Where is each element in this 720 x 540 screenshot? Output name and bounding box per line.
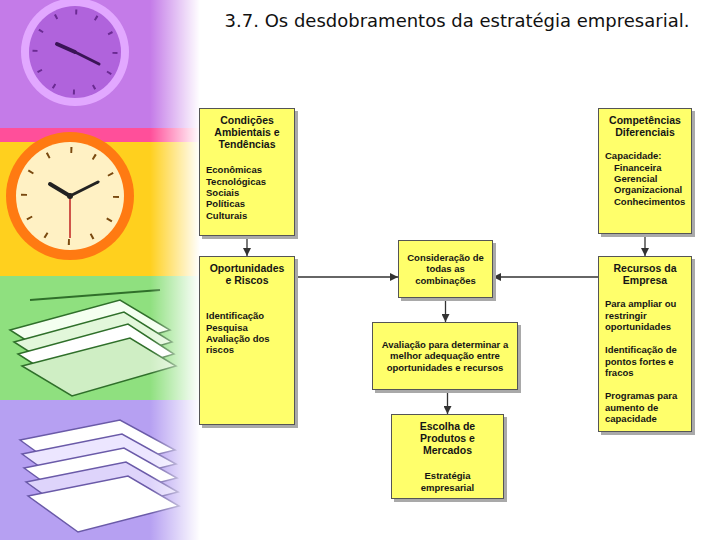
edge-fade [150, 0, 200, 540]
picture-shape [6, 132, 134, 260]
picture-shape [30, 290, 160, 300]
box-text: Avaliação para determinar a melhor adequ… [379, 339, 511, 373]
flow-arrow [447, 390, 448, 414]
box-text: Capacidade: [605, 150, 685, 161]
side-picture [0, 0, 200, 540]
picture-shape [69, 196, 71, 238]
picture-shape [24, 150, 116, 242]
flow-arrow [493, 276, 598, 277]
picture-shape [29, 6, 121, 98]
yellow-box: Recursos da EmpresaPara ampliar ou restr… [598, 256, 692, 432]
picture-shape [50, 184, 70, 196]
picture-shape [35, 12, 115, 92]
box-text: Econômicas Tecnológicas Sociais Política… [206, 164, 266, 221]
yellow-box: Oportunidades e RiscosIdentificação Pesq… [199, 256, 295, 425]
box-text: Para ampliar ou restringir oportunidades [605, 298, 685, 332]
flow-arrow [445, 298, 446, 322]
box-text: Consideração de todas as combinações [405, 252, 486, 286]
box-text: Identificação Pesquisa Avaliação dos ris… [206, 310, 288, 356]
box-heading: Escolha de Produtos e Mercados [398, 420, 497, 456]
yellow-box: Condições Ambientais e TendênciasEconômi… [199, 108, 295, 236]
picture-shape [16, 142, 124, 250]
box-heading: Competências Diferenciais [605, 114, 685, 138]
yellow-box: Escolha de Produtos e MercadosEstratégia… [391, 414, 504, 499]
box-heading: Recursos da Empresa [605, 262, 685, 286]
picture-shape [67, 193, 73, 199]
yellow-box: Avaliação para determinar a melhor adequ… [372, 322, 518, 390]
box-heading: Oportunidades e Riscos [206, 262, 288, 286]
flow-arrow [246, 236, 247, 256]
picture-shape [75, 52, 99, 64]
box-text: Financeira Gerencial Organizacional Conh… [605, 162, 685, 208]
yellow-box: Consideração de todas as combinações [398, 240, 493, 298]
box-text: Estratégia empresarial [398, 470, 497, 493]
flow-arrow [295, 276, 398, 277]
box-heading: Condições Ambientais e Tendências [206, 114, 288, 150]
slide-title: 3.7. Os desdobramentos da estratégia emp… [222, 10, 692, 32]
picture-shape [70, 182, 98, 196]
box-text: Programas para aumento de capacidade [605, 390, 685, 424]
box-text: Identificação de pontos fortes e fracos [605, 344, 685, 378]
picture-shape [21, 0, 129, 106]
yellow-box: Competências DiferenciaisCapacidade:Fina… [598, 108, 692, 234]
picture-shape [57, 44, 75, 52]
flow-arrow [644, 234, 645, 256]
